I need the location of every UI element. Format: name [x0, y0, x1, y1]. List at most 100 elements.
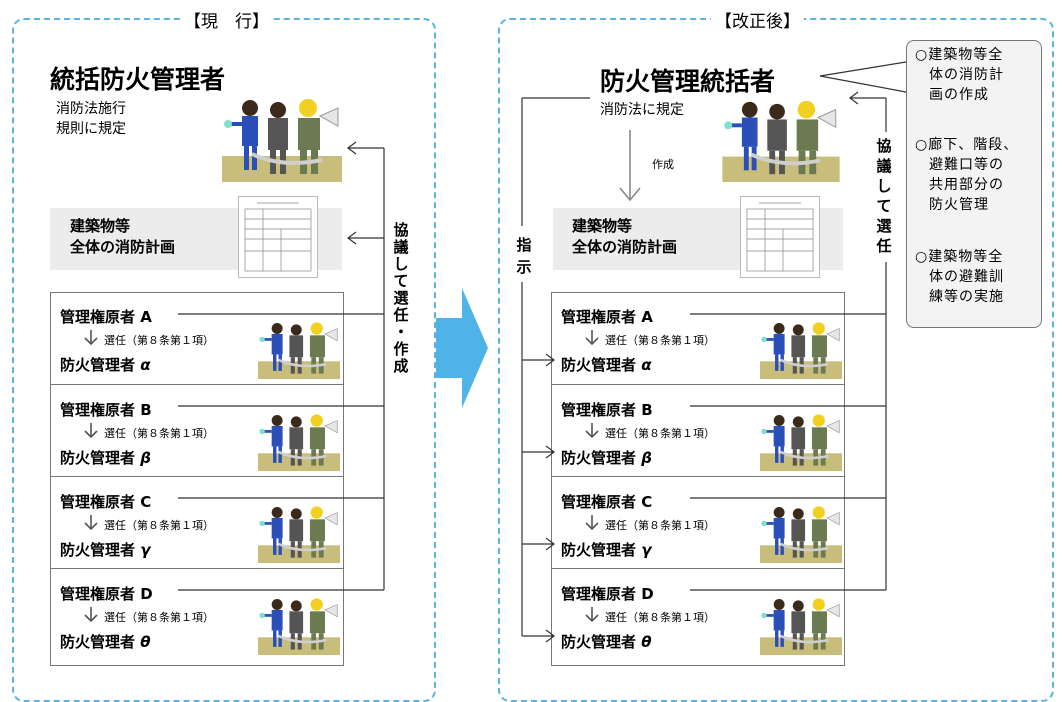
manager-label: 防火管理者 β — [60, 447, 151, 468]
vchar: 任 — [393, 306, 409, 324]
appoint-label: 選任（第８条第１項） — [104, 334, 214, 347]
revised-row-a: 管理権原者 A 選任（第８条第１項） 防火管理者 α — [551, 292, 845, 384]
owner-label: 管理権原者 A — [561, 308, 653, 326]
down-arrow-icon — [84, 607, 98, 627]
current-note-1: 消防法施行 — [56, 101, 126, 117]
transition-arrow-icon — [436, 288, 488, 408]
vchar: 成 — [393, 357, 409, 375]
duty-line: ○建築物等全 — [915, 47, 1004, 63]
revised-row-d: 管理権原者 D 選任（第８条第１項） 防火管理者 θ — [551, 568, 845, 665]
manager-label: 防火管理者 β — [561, 447, 652, 468]
manager-text: 防火管理者 — [60, 541, 136, 559]
manager-greek: γ — [641, 541, 652, 559]
current-row-a: 管理権原者 A 選任（第８条第１項） 防火管理者 α — [50, 292, 344, 384]
owner-label: 管理権原者 A — [60, 308, 152, 326]
manager-label: 防火管理者 α — [561, 354, 652, 375]
appoint-label: 選任（第８条第１項） — [605, 427, 715, 440]
vchar: 指 — [516, 236, 532, 254]
revised-note: 消防法に規定 — [600, 102, 684, 118]
manager-label: 防火管理者 γ — [60, 539, 150, 560]
appoint-label: 選任（第８条第１項） — [104, 611, 214, 624]
revised-plan-line2: 全体の消防計画 — [572, 238, 678, 256]
current-row-c: 管理権原者 C 選任（第８条第１項） 防火管理者 γ — [50, 476, 344, 569]
owner-label: 管理権原者 C — [60, 493, 152, 511]
vchar: 選 — [393, 289, 409, 307]
current-consult-label: 協 議 し て 選 任 ・ 作 成 — [391, 222, 411, 375]
vchar: 示 — [516, 258, 532, 276]
vchar: 任 — [876, 237, 892, 255]
current-plan-label: 建築物等 全体の消防計画 — [70, 216, 175, 258]
manager-greek: α — [140, 356, 151, 374]
manager-text: 防火管理者 — [561, 633, 637, 651]
owner-label: 管理権原者 B — [561, 401, 653, 419]
revised-plan-line1: 建築物等 — [572, 217, 633, 235]
owner-label: 管理権原者 D — [60, 585, 153, 603]
duty-line: 練等の実施 — [929, 289, 1004, 305]
duty-line: 防火管理 — [929, 197, 989, 213]
duty-item-evacuation: ○建築物等全 体の避難訓 練等の実施 — [915, 247, 1004, 307]
manager-text: 防火管理者 — [561, 541, 637, 559]
vchar: 協 — [876, 137, 892, 155]
duty-line: 画の作成 — [929, 87, 989, 103]
people-icon — [222, 99, 342, 182]
manager-label: 防火管理者 γ — [561, 539, 651, 560]
manager-greek: β — [140, 449, 151, 467]
duty-line: 避難口等の — [929, 157, 1004, 173]
revised-row-c: 管理権原者 C 選任（第８条第１項） 防火管理者 γ — [551, 476, 845, 569]
manager-text: 防火管理者 — [561, 449, 637, 467]
appoint-label: 選任（第８条第１項） — [104, 519, 214, 532]
current-note-2: 規則に規定 — [56, 121, 126, 137]
manager-text: 防火管理者 — [561, 356, 637, 374]
manager-label: 防火管理者 θ — [561, 631, 652, 652]
revised-consult-label: 協 議 し て 選 任 — [874, 136, 894, 256]
current-plan-line1: 建築物等 — [70, 217, 131, 235]
appoint-label: 選任（第８条第１項） — [605, 611, 715, 624]
down-arrow-icon — [585, 515, 599, 535]
revised-header: 【改正後】 — [711, 7, 804, 32]
vchar: て — [876, 197, 892, 215]
vchar: 選 — [876, 217, 892, 235]
down-arrow-icon — [84, 515, 98, 535]
appoint-label: 選任（第８条第１項） — [605, 334, 715, 347]
current-plan-document-icon — [238, 196, 318, 278]
duty-line: ○廊下、階段、 — [915, 137, 1019, 153]
manager-label: 防火管理者 α — [60, 354, 151, 375]
vchar: ・ — [393, 323, 409, 341]
duty-line: ○建築物等全 — [915, 249, 1004, 265]
appoint-label: 選任（第８条第１項） — [104, 427, 214, 440]
duty-item-common-areas: ○廊下、階段、 避難口等の 共用部分の 防火管理 — [915, 135, 1018, 215]
appoint-label: 選任（第８条第１項） — [605, 519, 715, 532]
vchar: し — [876, 177, 892, 195]
down-arrow-icon — [585, 607, 599, 627]
manager-greek: α — [641, 356, 652, 374]
revised-plan-document-icon — [740, 196, 820, 278]
vchar: 協 — [393, 221, 409, 239]
vchar: し — [393, 255, 409, 273]
fire-drill-illustration — [222, 94, 342, 182]
owner-label: 管理権原者 B — [60, 401, 152, 419]
manager-greek: β — [641, 449, 652, 467]
duty-line: 体の避難訓 — [929, 269, 1004, 285]
owner-label: 管理権原者 D — [561, 585, 654, 603]
duty-line: 共用部分の — [929, 177, 1004, 193]
revised-plan-label: 建築物等 全体の消防計画 — [572, 216, 677, 258]
duty-item-plan: ○建築物等全 体の消防計 画の作成 — [915, 45, 1004, 105]
manager-greek: θ — [140, 633, 151, 651]
instruct-label: 指 示 — [514, 234, 534, 278]
current-row-d: 管理権原者 D 選任（第８条第１項） 防火管理者 θ — [50, 568, 344, 665]
manager-label: 防火管理者 θ — [60, 631, 151, 652]
create-arrow-icon — [619, 130, 641, 202]
vchar: 議 — [876, 157, 892, 175]
current-plan-line2: 全体の消防計画 — [70, 238, 176, 256]
current-header: 【現 行】 — [180, 7, 273, 32]
current-row-b: 管理権原者 B 選任（第８条第１項） 防火管理者 β — [50, 384, 344, 477]
revised-title: 防火管理統括者 — [600, 67, 776, 96]
vchar: 議 — [393, 238, 409, 256]
current-title: 統括防火管理者 — [50, 65, 226, 94]
manager-greek: γ — [140, 541, 151, 559]
vchar: て — [393, 272, 409, 290]
down-arrow-icon — [585, 423, 599, 443]
manager-text: 防火管理者 — [60, 633, 136, 651]
down-arrow-icon — [84, 330, 98, 350]
manager-text: 防火管理者 — [60, 356, 136, 374]
